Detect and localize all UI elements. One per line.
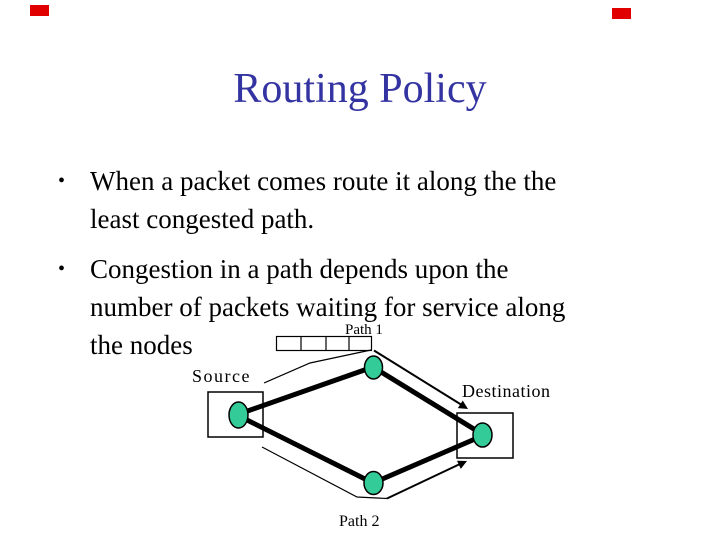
path1-arrowhead-icon [457,400,468,409]
bullet-dot-icon: • [58,170,66,192]
bullet-line: When a packet comes route it along the t… [90,166,557,196]
path2-arrowhead-icon [457,460,467,469]
bullet-line: Congestion in a path depends upon the [90,254,509,284]
bullet-line: least congested path. [90,204,315,234]
link-source-routerbottom [237,413,375,486]
path1-leader-line [263,349,372,384]
packet-queue [275,335,373,352]
bullet-text: Congestion in a path depends upon the nu… [90,250,708,364]
path2-arrow-line [386,463,461,500]
slide-title: Routing Policy [233,66,487,112]
bullet-line: number of packets waiting for service al… [90,292,566,322]
link-source-routertop [238,364,374,417]
destination-node [472,422,493,448]
router-bottom-node [363,470,384,496]
red-marker-top-left [30,5,49,16]
bullet-list: • When a packet comes route it along the… [58,162,708,364]
path2-leader-line [261,446,388,500]
path1-arrow-line [373,349,462,406]
router-top-node [363,355,384,380]
path2-label: Path 2 [339,513,379,530]
source-label: Source [192,366,251,386]
path1-label: Path 1 [345,322,383,338]
bullet-text: When a packet comes route it along the t… [90,162,708,238]
link-routertop-destination [371,364,484,437]
bullet-line: the nodes [90,330,193,360]
source-node [228,401,249,429]
bullet-item: • When a packet comes route it along the… [58,162,708,238]
bullet-item: • Congestion in a path depends upon the … [58,250,708,364]
destination-label: Destination [462,381,551,401]
bullet-dot-icon: • [58,258,66,280]
link-routerbottom-destination [372,433,483,486]
red-marker-top-right [612,8,631,19]
